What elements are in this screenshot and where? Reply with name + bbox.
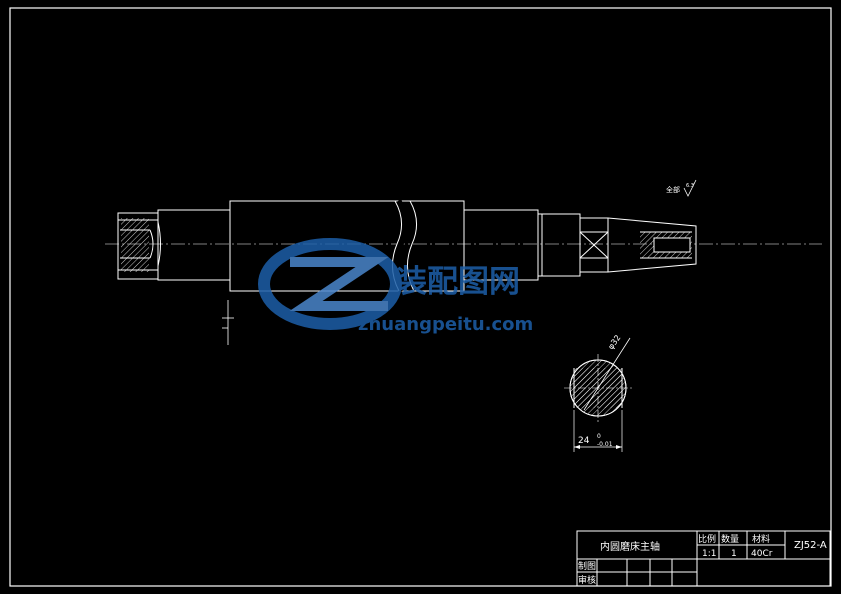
surface-note-text: 全部 [666, 185, 680, 194]
shaft-main-view [117, 199, 697, 293]
quantity-value: 1 [731, 549, 737, 559]
quantity-label: 数量 [721, 533, 739, 545]
drawing-frame [9, 7, 832, 587]
scale-label: 比例 [698, 533, 716, 545]
tapered-end [580, 217, 697, 273]
section-view [564, 337, 632, 452]
dimension-mark-left [222, 300, 234, 345]
shaft-step-3 [537, 213, 581, 277]
diameter-label: φ32 [606, 333, 622, 351]
shaft-step-1 [157, 209, 231, 281]
part-name: 内圆磨床主轴 [600, 540, 660, 553]
watermark: 装配图网 zhuangpeitu.com [258, 238, 533, 335]
watermark-logo-icon [258, 238, 402, 330]
drafter-label: 制图 [578, 560, 596, 572]
roughness-value: 6.3 [686, 183, 694, 189]
watermark-url: zhuangpeitu.com [358, 314, 533, 335]
title-block [576, 530, 831, 587]
roughness-symbol-icon [683, 179, 697, 197]
checker-label: 审核 [578, 574, 596, 586]
tolerance-upper: 0 [597, 433, 601, 440]
material-value: 40Cr [751, 549, 773, 559]
scale-value: 1:1 [702, 549, 716, 559]
tolerance-lower: -0.01 [597, 441, 613, 448]
width-dimension-value: 24 [578, 436, 590, 446]
drawing-number: ZJ52-A [794, 540, 827, 551]
watermark-brand: 装配图网 [396, 264, 520, 300]
material-label: 材料 [752, 533, 770, 545]
